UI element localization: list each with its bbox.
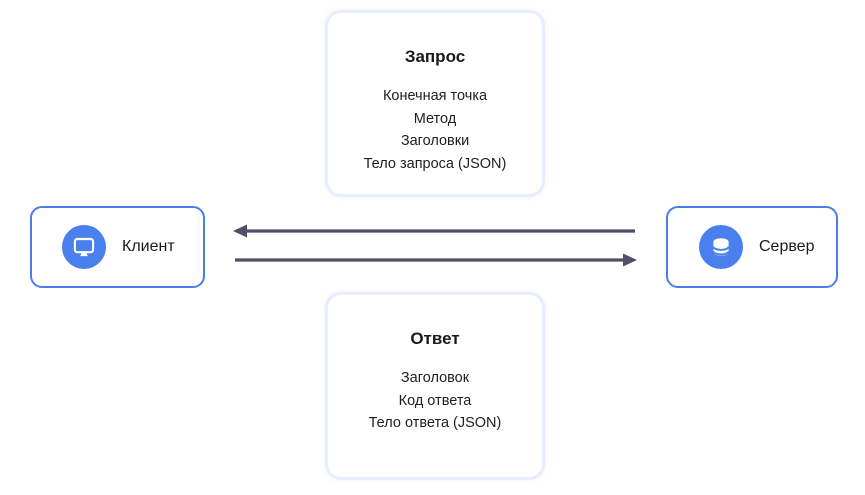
arrows: [233, 224, 637, 267]
database-icon: [699, 225, 743, 269]
request-items: Конечная точка Метод Заголовки Тело запр…: [328, 85, 542, 175]
request-item-method: Метод: [413, 110, 457, 127]
response-item-header: Заголовок: [400, 370, 470, 386]
monitor-icon: [62, 225, 106, 269]
request-item-headers: Заголовки: [400, 133, 470, 149]
response-title: Ответ: [410, 329, 460, 348]
response-item-code: Код ответа: [398, 392, 472, 409]
response-item-body: Тело ответа (JSON): [368, 415, 502, 431]
client-to-server-arrow: [235, 253, 637, 267]
client-node: Клиент: [30, 206, 205, 288]
client-label: Клиент: [122, 238, 175, 255]
server-label: Сервер: [759, 238, 815, 255]
request-card: Запрос Конечная точка Метод Заголовки Те…: [325, 10, 545, 197]
response-items: Заголовок Код ответа Тело ответа (JSON): [328, 367, 542, 435]
request-item-body: Тело запроса (JSON): [363, 155, 507, 172]
server-node: Сервер: [666, 206, 838, 288]
response-card: Ответ Заголовок Код ответа Тело ответа (…: [325, 292, 545, 480]
server-to-client-arrow: [233, 224, 635, 238]
request-item-endpoint: Конечная точка: [382, 88, 488, 104]
request-title: Запрос: [404, 47, 466, 66]
